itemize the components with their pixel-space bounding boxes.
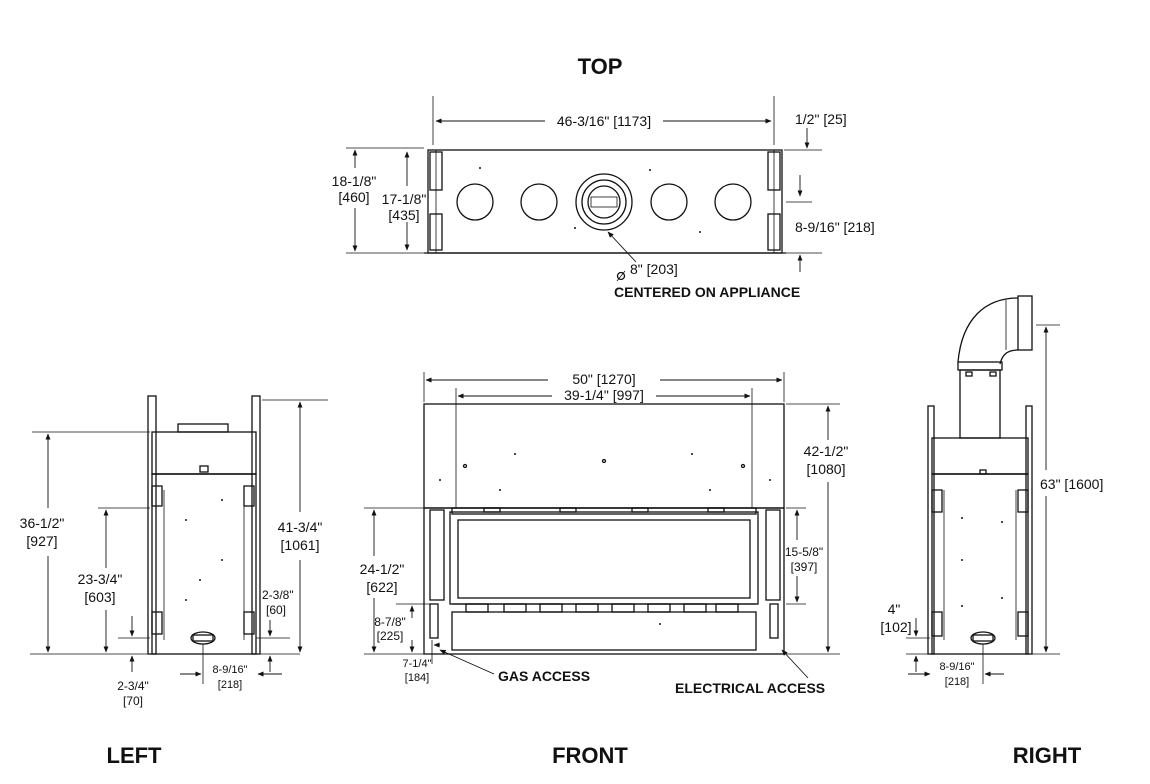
gas-knockout [190, 631, 216, 645]
front-base-a: 7-1/4" [403, 658, 432, 670]
top-view-title: TOP [578, 54, 623, 79]
left-body [151, 473, 257, 655]
left-view: LEFT 36-1/2" [927] [20, 395, 328, 768]
left-h3-a: 41-3/4" [278, 519, 323, 535]
knockout-circle [520, 183, 558, 221]
left-view-title: LEFT [107, 743, 163, 768]
top-centered-note: CENTERED ON APPLIANCE [614, 284, 800, 300]
top-clearance-label: 1/2" [25] [795, 111, 847, 127]
electrical-access-label: ELECTRICAL ACCESS [675, 680, 825, 696]
left-bottom-b: [70] [123, 694, 143, 708]
right-body [931, 473, 1029, 655]
front-firebox [423, 507, 785, 655]
vent-elbow [957, 295, 1033, 439]
top-depth-inner-b: [435] [388, 207, 419, 223]
glass-viewing-area [457, 519, 751, 599]
front-open-height-a: 24-1/2" [360, 561, 405, 577]
front-glass-a: 15-5/8" [785, 545, 823, 559]
right-low-a: 4" [888, 601, 901, 617]
left-side-a: 2-3/8" [262, 588, 294, 602]
knockout-circle [714, 183, 752, 221]
gas-access-label: GAS ACCESS [498, 668, 590, 684]
gas-knockout [970, 631, 996, 645]
front-lower-b: [225] [377, 629, 404, 643]
front-height-b: [1080] [807, 461, 846, 477]
right-view: RIGHT [880, 295, 1103, 768]
right-gas-a: 8-9/16" [939, 661, 974, 673]
top-flue-dia-label: 8" [203] [630, 261, 678, 277]
top-view: TOP 46-3/16" [1173] 1/2" [25] [332, 54, 875, 300]
right-low-b: [102] [880, 619, 911, 635]
front-view-title: FRONT [552, 743, 628, 768]
front-base-b: [184] [405, 672, 429, 684]
front-inner-width: 39-1/4" [997] [564, 387, 644, 403]
left-gas-b: [218] [218, 679, 242, 691]
front-height-a: 42-1/2" [804, 443, 849, 459]
front-glass-b: [397] [791, 560, 818, 574]
left-h1-b: [927] [26, 533, 57, 549]
left-gas-a: 8-9/16" [212, 664, 247, 676]
left-bottom-a: 2-3/4" [117, 679, 149, 693]
front-lower-a: 8-7/8" [374, 615, 406, 629]
knockout-circle [650, 183, 688, 221]
knockout-circle [456, 183, 494, 221]
left-side-b: [60] [266, 603, 286, 617]
right-view-title: RIGHT [1013, 743, 1082, 768]
left-h3-b: [1061] [281, 537, 320, 553]
right-gas-b: [218] [945, 676, 969, 688]
left-h1-a: 36-1/2" [20, 515, 65, 531]
left-h2-a: 23-3/4" [78, 571, 123, 587]
flue-collar [575, 173, 633, 231]
left-h2-b: [603] [84, 589, 115, 605]
front-upper-panel [423, 403, 785, 509]
top-depth-outer-b: [460] [338, 189, 369, 205]
front-overall-width: 50" [1270] [572, 371, 635, 387]
top-width-label: 46-3/16" [1173] [557, 113, 651, 129]
louvers [465, 603, 739, 613]
front-view: FRONT [360, 371, 849, 768]
right-height-label: 63" [1600] [1040, 476, 1103, 492]
top-flue-offset-label: 8-9/16" [218] [795, 219, 875, 235]
top-depth-outer-a: 18-1/8" [332, 173, 377, 189]
front-open-height-b: [622] [366, 579, 397, 595]
top-depth-inner-a: 17-1/8" [382, 191, 427, 207]
